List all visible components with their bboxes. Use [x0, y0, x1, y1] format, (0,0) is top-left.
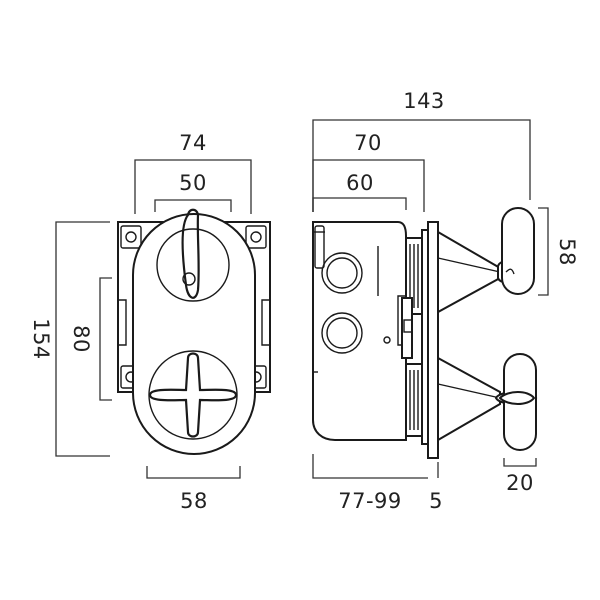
side-lower-handle: [437, 353, 538, 451]
dim-side-58-label: 58: [555, 238, 579, 266]
dim-side-58-line: [538, 207, 549, 296]
dim-front-154-label: 154: [29, 318, 53, 360]
dim-front-50-label: 50: [179, 171, 207, 195]
dim-front-50-line: [154, 199, 232, 212]
dim-side-77-99-line: [312, 454, 428, 479]
side-housing: [312, 221, 407, 441]
dim-front-80-line: [99, 277, 112, 401]
dim-side-60-label: 60: [346, 171, 374, 195]
dim-side-20-label: 20: [506, 471, 534, 495]
dim-side-77-99-label: 77-99: [338, 489, 402, 513]
side-view: 143 70 60 58 20 77-99 5: [312, 89, 579, 513]
front-cover-plate: [132, 213, 256, 455]
dim-side-20-line: [503, 458, 537, 467]
side-upper-lever: [501, 207, 535, 295]
side-ports: [321, 252, 391, 354]
front-view: 74 50 154 80 58: [29, 131, 271, 513]
dim-side-70-label: 70: [354, 131, 382, 155]
tab-top-left: [120, 225, 142, 249]
side-upper-handle: [437, 207, 535, 314]
dim-side-5-label: 5: [429, 489, 443, 513]
front-lower-knob: [148, 350, 238, 440]
dim-front-80-label: 80: [69, 325, 93, 353]
dim-front-58-label: 58: [180, 489, 208, 513]
tab-top-right: [245, 225, 267, 249]
dim-front-58-line: [146, 466, 241, 479]
dim-side-70-line: [312, 159, 425, 212]
dim-front-74-label: 74: [179, 131, 207, 155]
dim-front-74-line: [134, 159, 252, 214]
front-upper-knob: [156, 208, 230, 302]
side-wall-plate: [427, 221, 439, 459]
dim-side-143-label: 143: [403, 89, 445, 113]
dim-front-154-line: [55, 221, 110, 457]
dim-side-60-line: [312, 197, 407, 212]
